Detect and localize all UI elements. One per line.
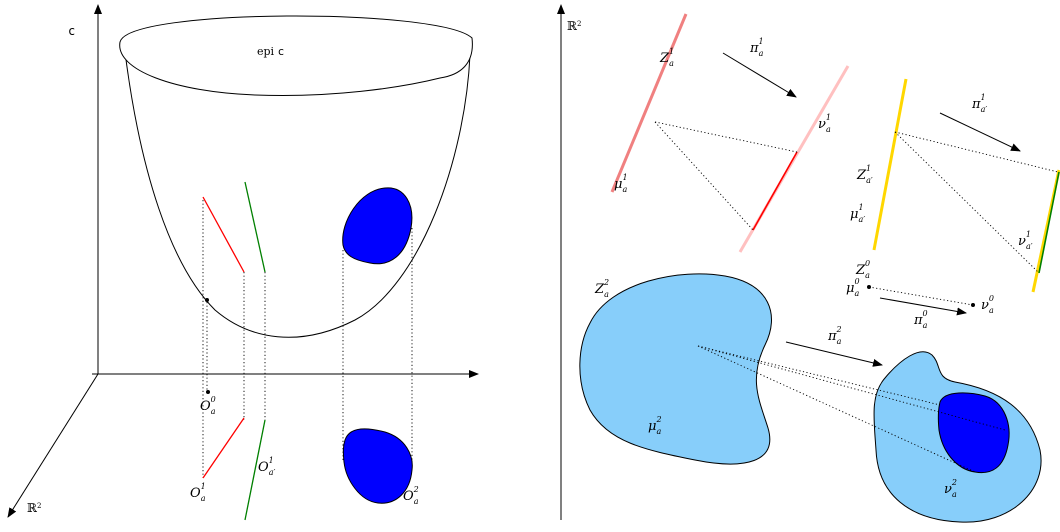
pi1-prime-arrow (939, 112, 1021, 152)
raised-red-segment (202, 196, 245, 273)
right-axis-label: ℝ2 (567, 19, 581, 33)
Z1-segment (610, 13, 688, 193)
epi-label: epi c (257, 45, 284, 58)
projection-lines (202, 200, 413, 478)
pi1-arrow (722, 52, 797, 98)
pi1-prime-dotted-2 (894, 131, 1040, 274)
pi1-prime-dotted (894, 131, 1059, 173)
projected-blue-blob (342, 428, 413, 504)
Z2-region (579, 273, 772, 465)
pi2-arrow (785, 341, 883, 367)
Z1-prime-segment (872, 78, 908, 251)
pi0-dotted (868, 286, 974, 306)
pi2-dotted-3 (697, 345, 976, 473)
epigraph-rim (119, 15, 473, 97)
pi1-dotted-2 (654, 121, 754, 231)
depth-axis (7, 373, 99, 518)
epigraph-bowl (124, 51, 471, 338)
raised-green-segment (244, 181, 266, 273)
projected-green-segment (244, 419, 266, 521)
pi0-arrow (879, 297, 967, 316)
pi2-dotted (697, 345, 1006, 431)
raised-point (205, 298, 209, 302)
nu2-image-blob (937, 392, 1010, 474)
nu1-prime-image-segment (1038, 171, 1060, 274)
vertical-axis-label: c (68, 24, 75, 38)
projected-point (206, 390, 210, 394)
nu1-image-segment (752, 151, 798, 231)
r2-axis-label: ℝ2 (27, 501, 41, 515)
projected-red-segment (202, 417, 245, 479)
raised-blue-blob (342, 187, 413, 265)
pi1-dotted (654, 121, 798, 153)
